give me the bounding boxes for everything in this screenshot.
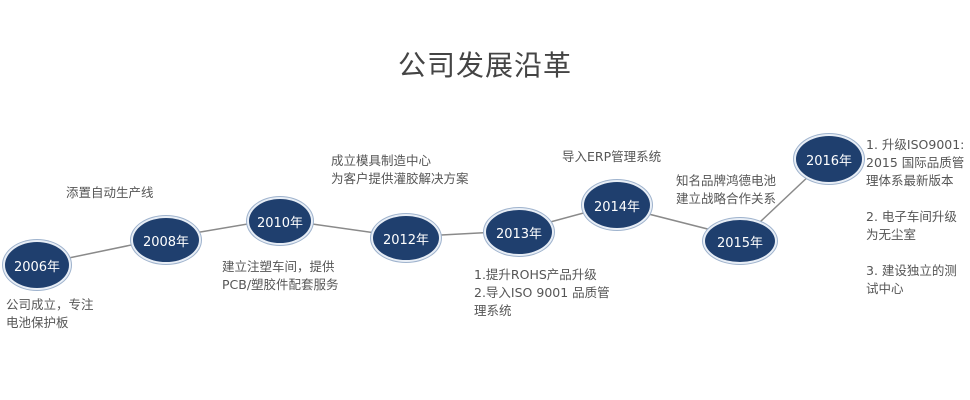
milestone-node-2014: 2014年 (582, 180, 652, 230)
milestone-node-2013: 2013年 (484, 208, 554, 256)
page-title: 公司发展沿革 (397, 49, 572, 82)
milestone-desc-2008: 添置自动生产线 (66, 185, 154, 200)
milestone-node-2008: 2008年 (131, 216, 201, 264)
milestone-desc-2015: 知名品牌鸿德电池 建立战略合作关系 (676, 173, 777, 206)
milestone-desc-2010: 建立注塑车间，提供 PCB/塑胶件配套服务 (222, 259, 339, 292)
milestone-desc-2016: 1. 升级ISO9001: 2015 国际品质管 理体系最新版本 2. 电子车间… (866, 137, 965, 296)
milestone-node-2015: 2015年 (703, 218, 777, 264)
milestone-desc-2013: 1.提升ROHS产品升级 2.导入ISO 9001 品质管 理系统 (474, 267, 610, 318)
milestone-node-2012: 2012年 (371, 214, 441, 262)
milestone-node-2010: 2010年 (247, 197, 313, 245)
milestone-node-2016: 2016年 (794, 134, 864, 184)
milestone-node-2006: 2006年 (3, 240, 71, 290)
milestone-desc-2014: 导入ERP管理系统 (562, 149, 662, 164)
milestone-desc-2012: 成立模具制造中心 为客户提供灌胶解决方案 (331, 153, 469, 186)
milestone-desc-2006: 公司成立，专注 电池保护板 (6, 297, 94, 330)
